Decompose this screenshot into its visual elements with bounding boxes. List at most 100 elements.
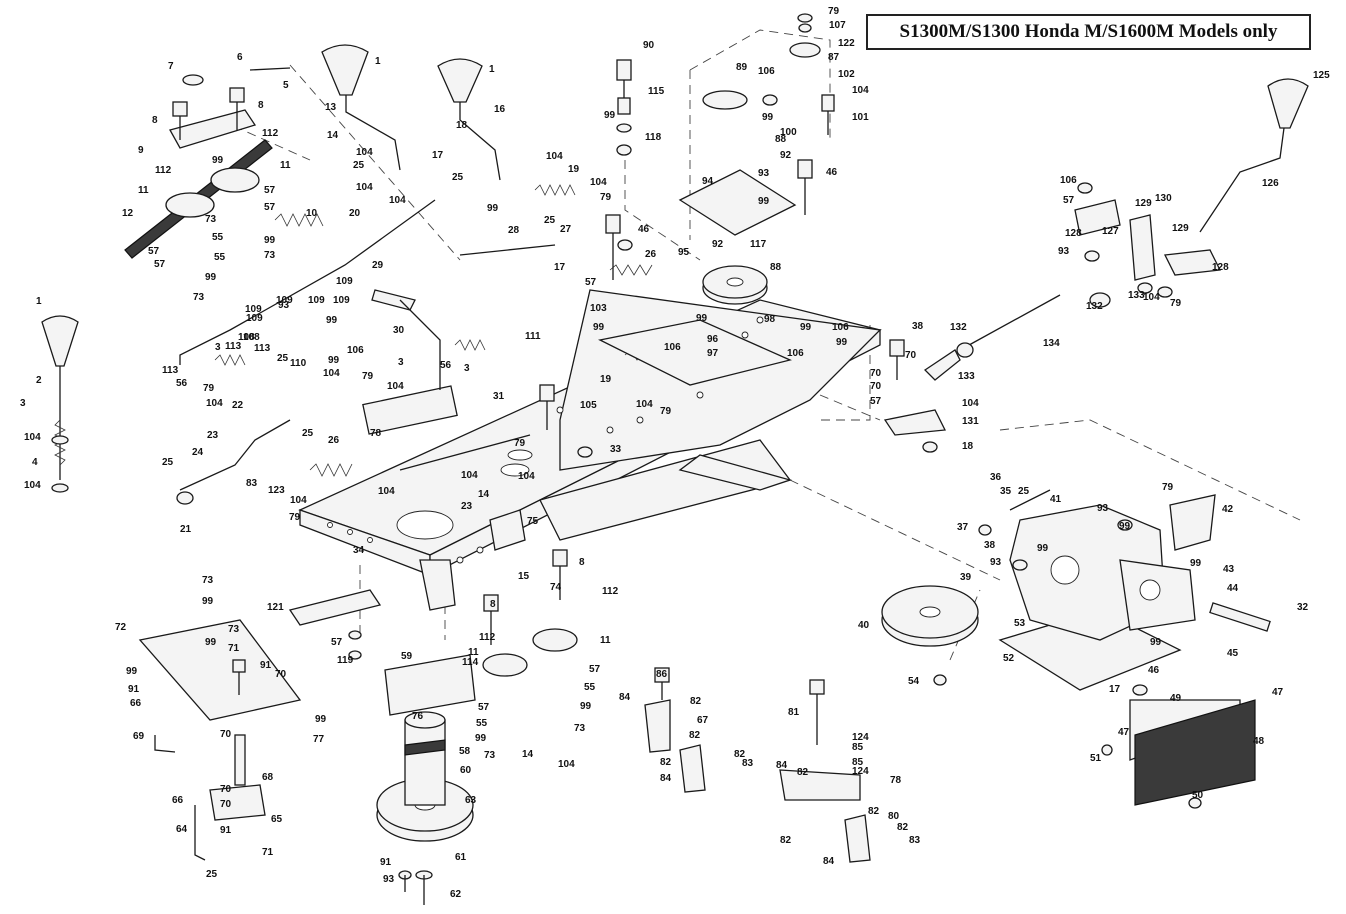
callout-79: 79 <box>1162 482 1174 493</box>
callout-99: 99 <box>487 203 499 214</box>
callout-85: 85 <box>852 757 864 768</box>
callout-82: 82 <box>868 806 880 817</box>
callout-56: 56 <box>176 378 188 389</box>
callout-70: 70 <box>905 350 917 361</box>
callout-93: 93 <box>278 300 290 311</box>
callout-45: 45 <box>1227 648 1239 659</box>
callout-50: 50 <box>1192 790 1204 801</box>
callout-109: 109 <box>276 295 293 306</box>
callout-129: 129 <box>1135 198 1152 209</box>
callout-40: 40 <box>858 620 870 631</box>
callout-112: 112 <box>262 128 279 139</box>
callout-27: 27 <box>560 224 572 235</box>
callout-99: 99 <box>315 714 327 725</box>
callout-24: 24 <box>192 447 204 458</box>
callout-64: 64 <box>176 824 188 835</box>
callout-118: 118 <box>645 132 662 143</box>
callout-46: 46 <box>638 224 650 235</box>
callout-23: 23 <box>207 430 219 441</box>
callout-11: 11 <box>280 160 291 171</box>
callout-106: 106 <box>787 348 804 359</box>
callout-111: 111 <box>525 331 541 342</box>
callout-47: 47 <box>1272 687 1284 698</box>
callout-65: 65 <box>271 814 283 825</box>
callout-108: 108 <box>243 332 260 343</box>
callout-25: 25 <box>353 160 365 171</box>
callout-8: 8 <box>490 599 496 610</box>
callout-41: 41 <box>1050 494 1062 505</box>
callout-11: 11 <box>138 185 149 196</box>
callout-109: 109 <box>333 295 350 306</box>
callout-66: 66 <box>172 795 184 806</box>
callout-97: 97 <box>707 348 719 359</box>
callout-106: 106 <box>832 322 849 333</box>
callout-94: 94 <box>702 176 714 187</box>
callout-106: 106 <box>1060 175 1077 186</box>
callout-91: 91 <box>380 857 392 868</box>
callout-28: 28 <box>508 225 520 236</box>
callout-115: 115 <box>648 86 665 97</box>
callout-1: 1 <box>36 296 42 307</box>
callout-25: 25 <box>302 428 314 439</box>
callout-99: 99 <box>1150 637 1162 648</box>
callout-133: 133 <box>958 371 975 382</box>
callout-61: 61 <box>455 852 467 863</box>
callout-109: 109 <box>308 295 325 306</box>
brackets-and-plates <box>138 109 1256 863</box>
callout-99: 99 <box>475 733 487 744</box>
callout-17: 17 <box>554 262 566 273</box>
callout-69: 69 <box>133 731 145 742</box>
callout-104: 104 <box>356 147 373 158</box>
callout-3: 3 <box>464 363 470 374</box>
callout-82: 82 <box>734 749 746 760</box>
callout-112: 112 <box>479 632 496 643</box>
callout-84: 84 <box>619 692 631 703</box>
callout-104: 104 <box>962 398 979 409</box>
callout-83: 83 <box>742 758 754 769</box>
callout-2: 2 <box>36 375 42 386</box>
callout-10: 10 <box>306 208 318 219</box>
callout-106: 106 <box>347 345 364 356</box>
callout-25: 25 <box>206 869 218 880</box>
callout-104: 104 <box>389 195 406 206</box>
callout-3: 3 <box>215 342 221 353</box>
callout-106: 106 <box>664 342 681 353</box>
callout-104: 104 <box>636 399 653 410</box>
callout-113: 113 <box>162 365 179 376</box>
callout-92: 92 <box>712 239 724 250</box>
callout-79: 79 <box>828 6 840 17</box>
callout-82: 82 <box>689 730 701 741</box>
callout-104: 104 <box>590 177 607 188</box>
callout-77: 77 <box>313 734 325 745</box>
callout-58: 58 <box>459 746 471 757</box>
callout-55: 55 <box>584 682 596 693</box>
callout-91: 91 <box>220 825 232 836</box>
callout-123: 123 <box>268 485 285 496</box>
callout-70: 70 <box>220 799 232 810</box>
callout-4: 4 <box>32 457 38 468</box>
callout-99: 99 <box>696 313 708 324</box>
callout-124: 124 <box>852 732 869 743</box>
callout-17: 17 <box>1109 684 1121 695</box>
callout-121: 121 <box>267 602 284 613</box>
callout-83: 83 <box>909 835 921 846</box>
callout-99: 99 <box>800 322 812 333</box>
callout-7: 7 <box>168 61 174 72</box>
callout-79: 79 <box>1170 298 1182 309</box>
callout-18: 18 <box>456 120 468 131</box>
callout-70: 70 <box>870 381 882 392</box>
callout-124: 124 <box>852 766 869 777</box>
callout-129: 129 <box>1172 223 1189 234</box>
callout-75: 75 <box>527 516 539 527</box>
callout-99: 99 <box>205 272 217 283</box>
callout-55: 55 <box>476 718 488 729</box>
callout-14: 14 <box>522 749 534 760</box>
callout-99: 99 <box>836 337 848 348</box>
callout-84: 84 <box>660 773 672 784</box>
callout-128: 128 <box>1065 228 1082 239</box>
callout-76: 76 <box>412 711 424 722</box>
callout-91: 91 <box>260 660 272 671</box>
callout-92: 92 <box>780 150 792 161</box>
callout-62: 62 <box>450 889 462 900</box>
